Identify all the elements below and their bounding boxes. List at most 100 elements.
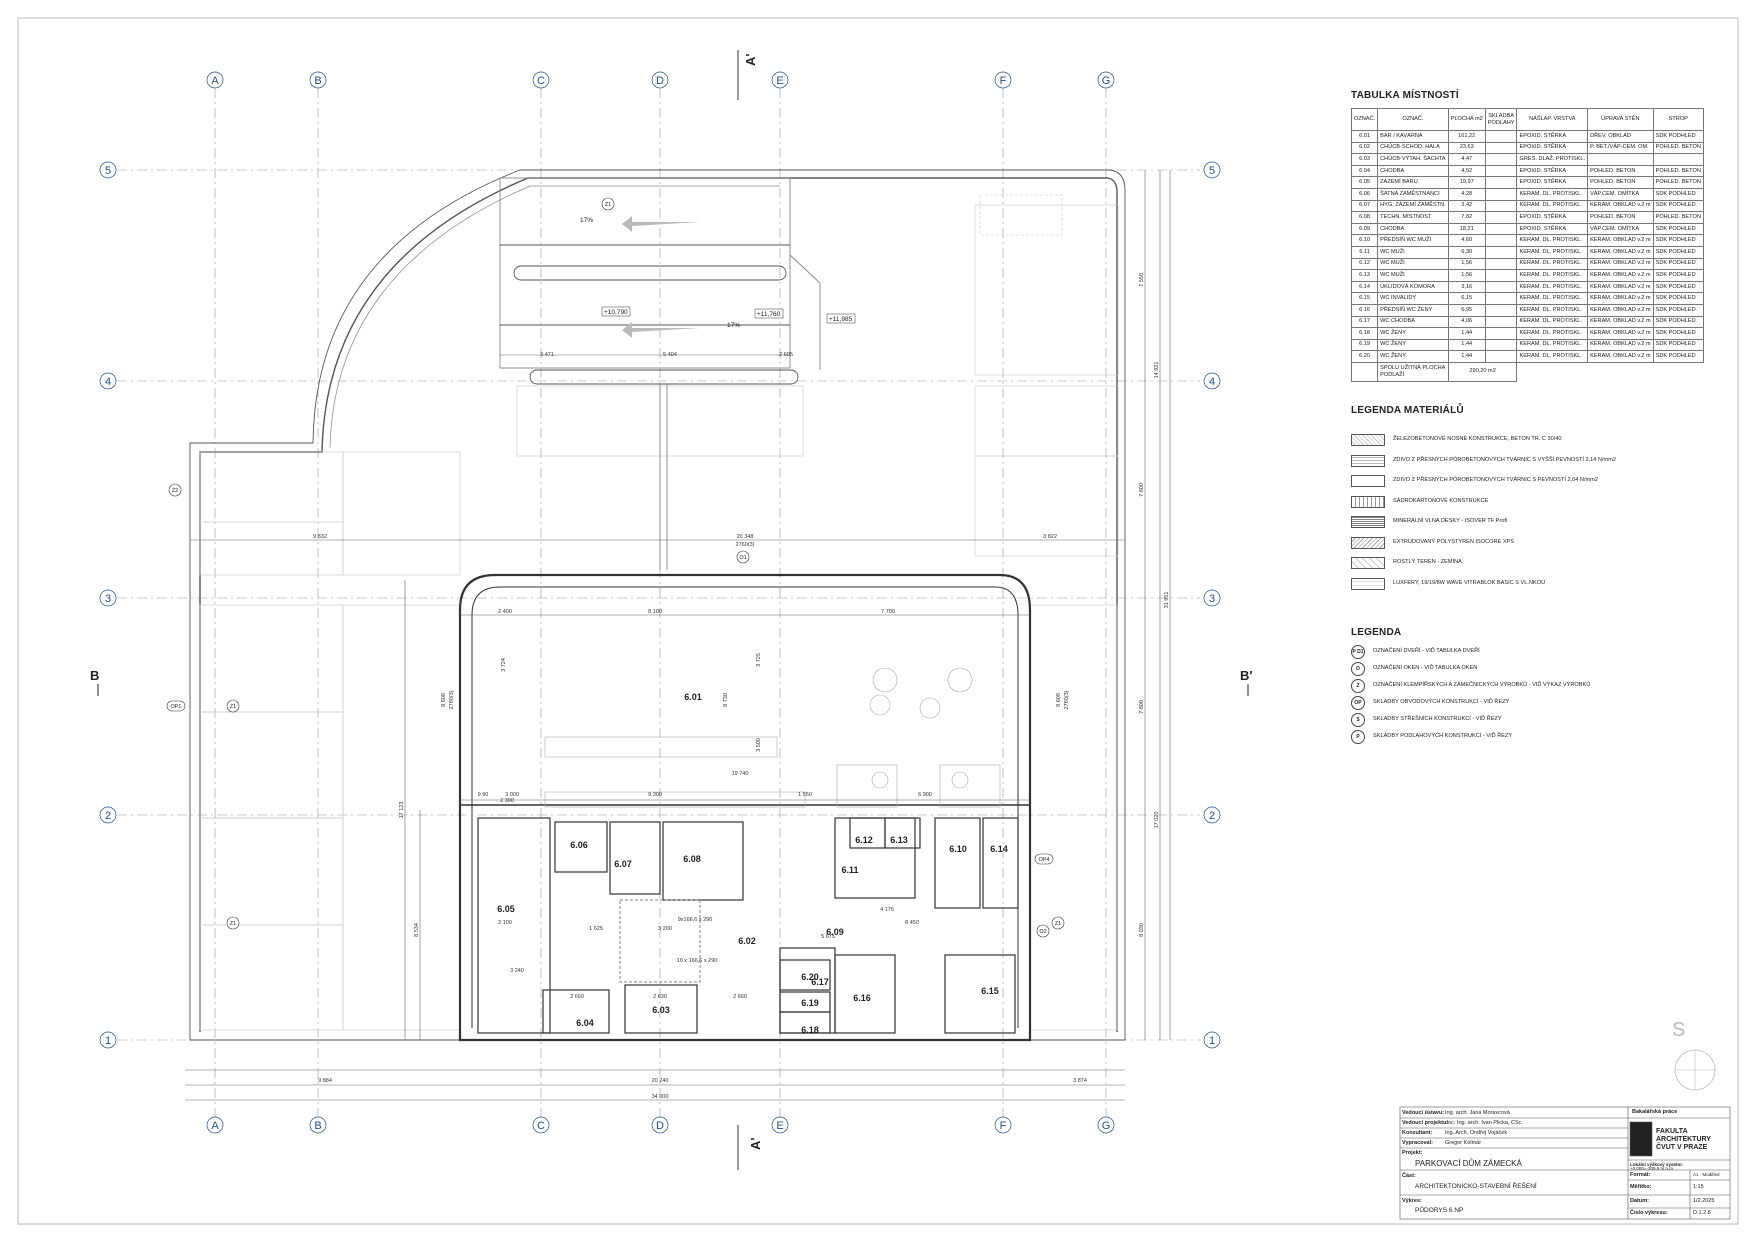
- axis-bubble-3: [1203, 589, 1221, 607]
- room-cell: KERAM. DL. PROTISKL.: [1516, 338, 1589, 352]
- room-cell: KERAM. OBKLAD v.2 m: [1587, 234, 1654, 247]
- room-cell: KERAM. OBKLAD v.2 m: [1587, 315, 1654, 329]
- room-cell: TECHN. MÍSTNOST: [1377, 211, 1449, 224]
- room-cell: PŘEDSÍŇ WC MUŽI: [1377, 234, 1449, 247]
- axis-grid: [117, 88, 1200, 1120]
- room-cell: 3,42: [1447, 199, 1486, 213]
- room-cell: 6,30: [1447, 245, 1486, 259]
- author-label: Vypracoval:: [1402, 1140, 1433, 1146]
- level-2: +11,760: [757, 311, 781, 318]
- room-cell: 4,06: [1447, 315, 1486, 329]
- dimension-32: 3 200: [658, 926, 672, 932]
- rooms-table-total: SPOLU UŽITNÁ PLOCHA PODLAŽÍ 290,20 m2: [1350, 361, 1704, 382]
- room-cell: [1484, 130, 1518, 143]
- room-cell: 6.08: [1350, 211, 1379, 224]
- room-cell: EPOXID. STĚRKA: [1516, 222, 1589, 236]
- axis-label-5: 5: [105, 165, 111, 177]
- axis-label-2: 2: [1209, 810, 1215, 822]
- room-cell: KERAM. DL. PROTISKL.: [1516, 280, 1589, 294]
- dimension-24: 5 675: [821, 934, 835, 940]
- title-block-frame: [1399, 1106, 1731, 1220]
- dimension-lines: [185, 170, 1171, 1101]
- room-cell: SDK PODHLED: [1652, 315, 1704, 329]
- cafe-furniture: [544, 667, 1001, 808]
- dimension-13: 7 700: [881, 609, 895, 615]
- room-cell: [1484, 350, 1518, 363]
- dimension-vertical-16: 3 725: [756, 653, 762, 667]
- dimension-4: 9 832: [313, 534, 327, 540]
- dimension-vertical-4: 17 020: [1154, 812, 1160, 829]
- axis-bubble-B: [309, 71, 327, 89]
- total-label: SPOLU UŽITNÁ PLOCHA PODLAŽÍ: [1377, 361, 1449, 382]
- material-item: MINERÁLNÍ VLNA DESKY - ISOVER TF Profi: [1351, 516, 1731, 532]
- core-rooms: [477, 817, 1019, 1034]
- room-cell: SDK PODHLED: [1652, 257, 1704, 271]
- room-cell: PŘEDSÍŇ WC ŽENY: [1377, 303, 1449, 317]
- room-cell: 6.20: [1350, 350, 1379, 363]
- ramp: [499, 50, 821, 1170]
- room-cell: SDK PODHLED: [1652, 350, 1704, 363]
- axis-bubble-C: [532, 71, 550, 89]
- room-cell: 4,52: [1447, 164, 1486, 178]
- room-cell: 6.12: [1350, 257, 1379, 271]
- room-cell: 6.02: [1350, 141, 1379, 155]
- dimension-30: 9x166,6 x 290: [678, 917, 713, 923]
- drawing-number-label: Číslo výkresu:: [1630, 1210, 1668, 1216]
- material-swatch: [1351, 434, 1385, 446]
- dimension-22: 2 630: [653, 994, 667, 1000]
- axis-bubble-4: [99, 372, 117, 390]
- axis-label-B: B: [314, 75, 321, 87]
- dimension-vertical-8: 8 534: [414, 923, 420, 937]
- axis-label-3: 3: [1209, 593, 1215, 605]
- room-cell: ŠATNA ZAMĚSTNANCI: [1377, 187, 1449, 201]
- dimension-vertical-1: 7 800: [1139, 483, 1145, 497]
- room-label-6.17: 6.17: [811, 977, 829, 987]
- room-cell: EPOXID. STĚRKA: [1516, 141, 1589, 155]
- room-cell: POHLED. BETON: [1587, 211, 1654, 224]
- room-cell: 6.01: [1350, 130, 1379, 143]
- rooms-col-header: PLOCHA m2: [1447, 108, 1486, 131]
- room-label-6.09: 6.09: [826, 927, 844, 937]
- room-cell: SDK PODHLED: [1652, 338, 1704, 352]
- tag-op4: OP4: [1038, 857, 1049, 863]
- room-cell: POHLED. BETON: [1652, 164, 1704, 178]
- room-cell: GRES. DLAŽ. PROTISKL.: [1516, 153, 1589, 166]
- rooms-col-header: OZNAČ.: [1377, 108, 1449, 131]
- room-cell: [1484, 211, 1518, 224]
- tag-o2: O2: [1039, 929, 1046, 935]
- room-cell: KERAM. OBKLAD v.2 m: [1587, 245, 1654, 259]
- room-cell: POHLED. BETON: [1652, 141, 1704, 155]
- room-cell: 1,56: [1447, 257, 1486, 271]
- room-cell: [1484, 292, 1518, 305]
- material-swatch: [1351, 536, 1385, 549]
- room-cell: POHLED. BETON: [1652, 211, 1704, 224]
- room-cell: [1484, 338, 1518, 352]
- legend-label: SKLADBY PODLAHOVÝCH KONSTRUKCÍ - VIĎ ŘEZ…: [1373, 733, 1513, 739]
- room-label-6.14: 6.14: [990, 844, 1008, 854]
- dimension-18: 9 90: [478, 792, 489, 798]
- room-label-6.12: 6.12: [855, 835, 873, 845]
- axis-bubble-E: [771, 71, 789, 89]
- room-cell: 6.10: [1350, 234, 1379, 247]
- sheet-frame: [17, 17, 1739, 1225]
- room-cell: BAR / KAVÁRNA: [1377, 130, 1449, 143]
- room-cell: KERAM. DL. PROTISKL.: [1516, 257, 1589, 271]
- axis-bubble-2: [1203, 806, 1221, 824]
- room-cell: WC MUŽI: [1377, 245, 1449, 259]
- room-cell: SDK PODHLED: [1652, 327, 1704, 340]
- material-item: ZDIVO Z PŘESNÝCH PÓROBETONOVÝCH TVÁRNIC …: [1351, 475, 1731, 491]
- axis-bubble-G: [1097, 71, 1115, 89]
- level-3: +11,985: [829, 316, 853, 323]
- room-cell: CHODBA: [1377, 222, 1449, 236]
- dimension-vertical-6: 31 951: [1164, 592, 1170, 609]
